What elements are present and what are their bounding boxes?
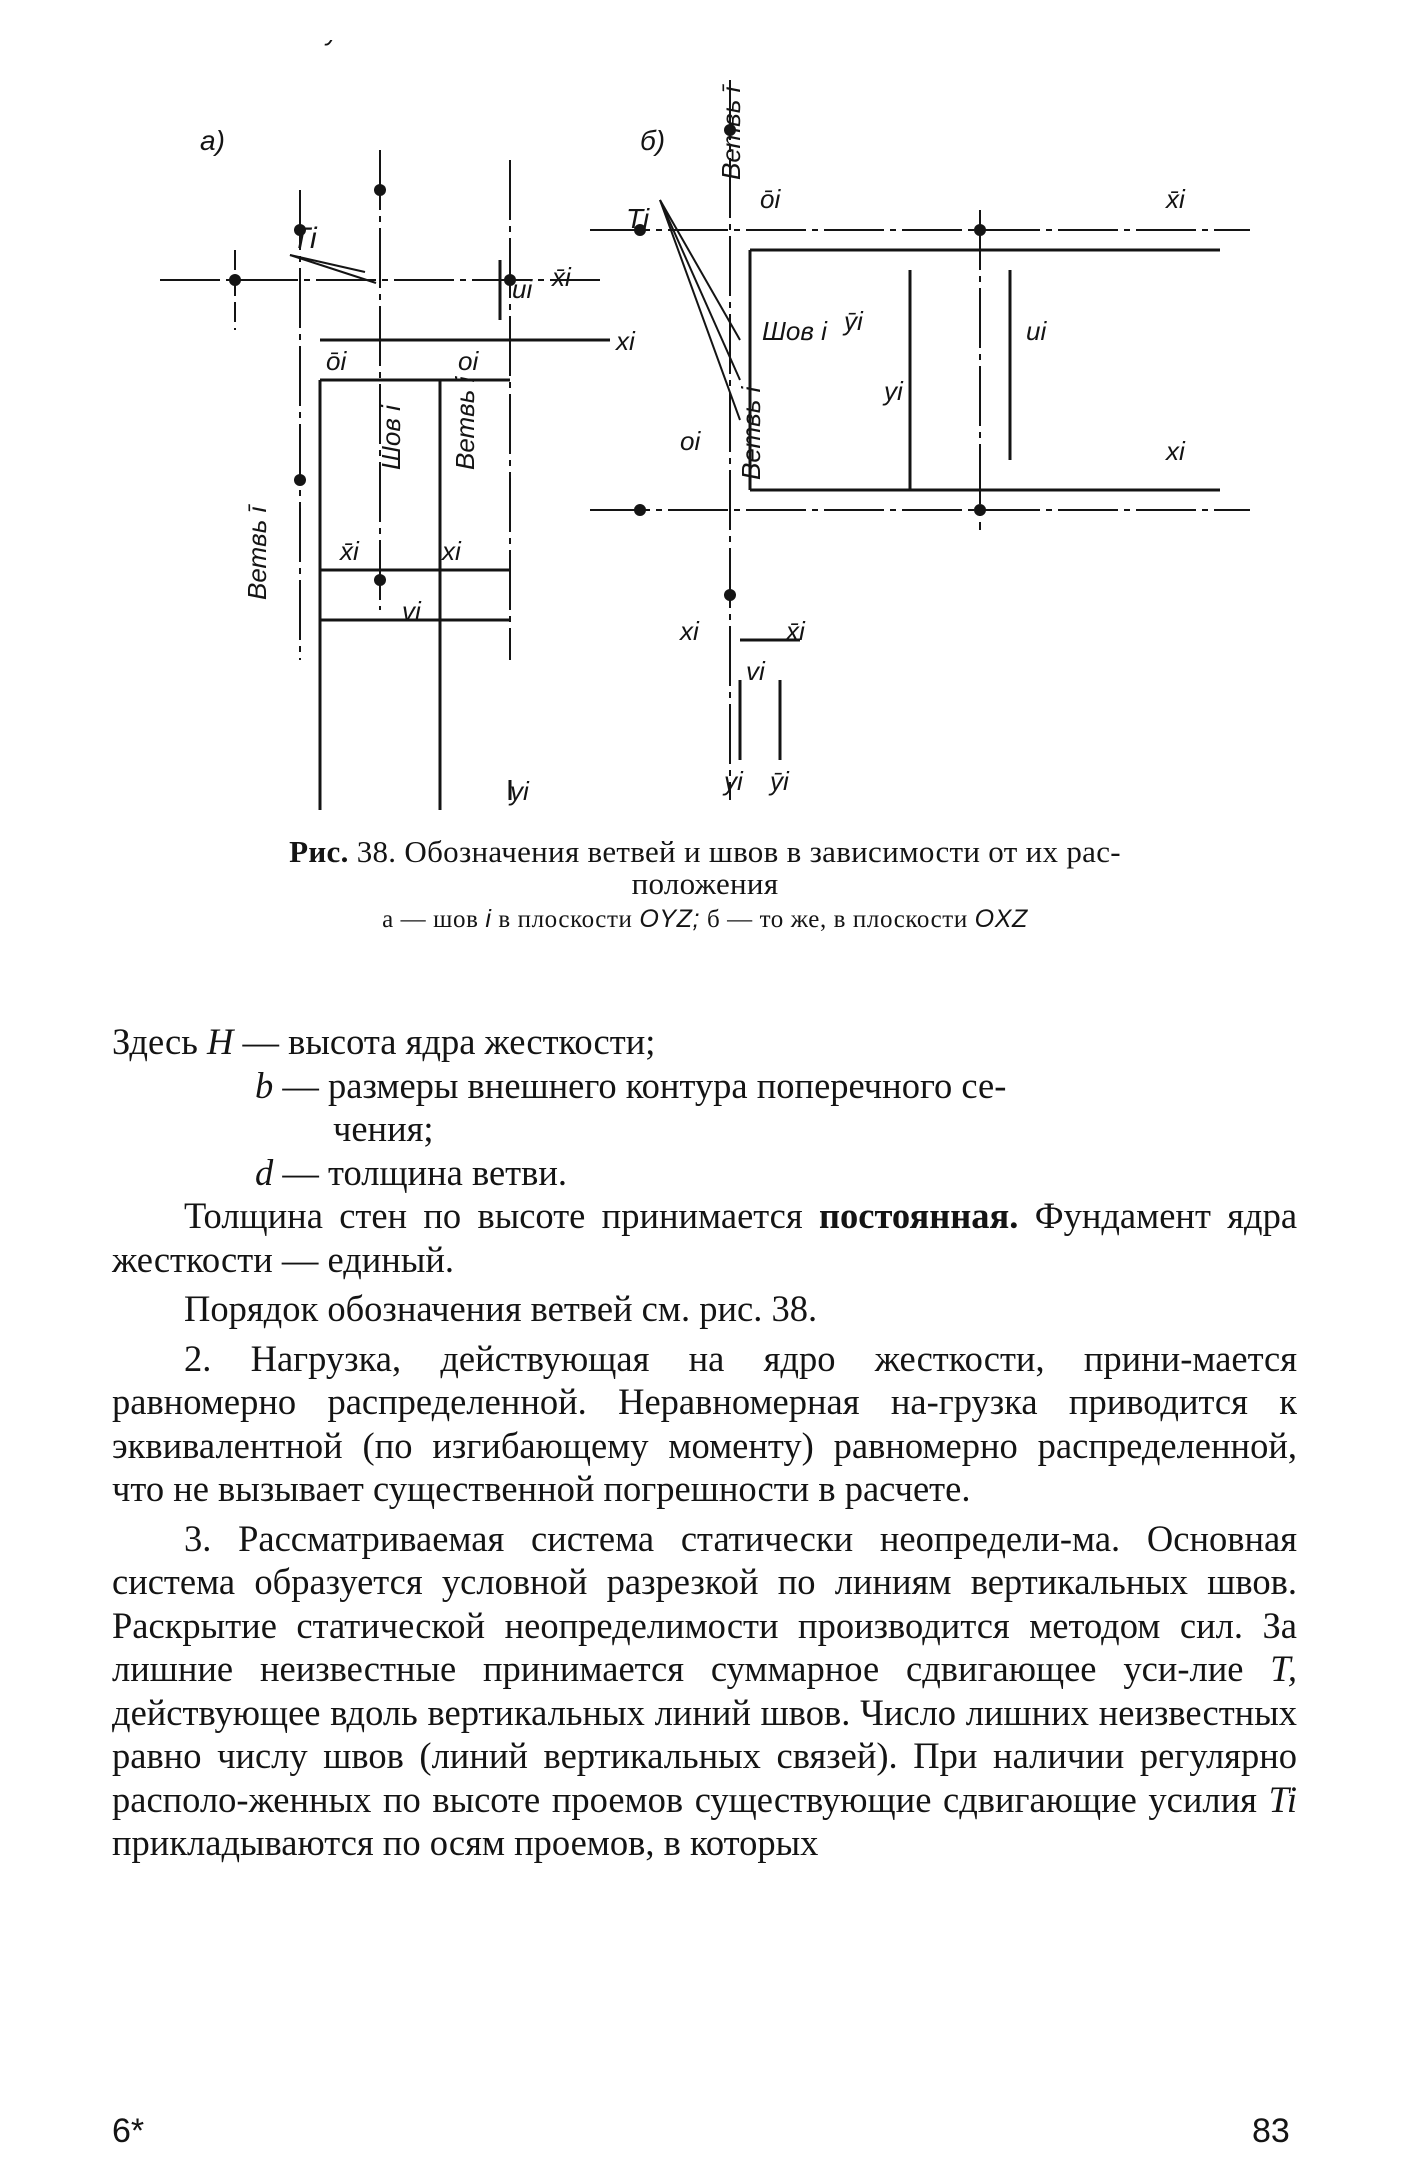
paragraph-4: 3. Рассматриваемая система статически не… bbox=[112, 1517, 1297, 1865]
caption-line-1: Рис. 38. Обозначения ветвей и швов в зав… bbox=[100, 836, 1310, 868]
label-ui-b: ui bbox=[1026, 316, 1047, 346]
caption-sub-a-prefix: а — шов bbox=[382, 906, 479, 933]
paragraph-1-b: Фундамент ядра жесткости — единый. bbox=[112, 1195, 1298, 1280]
label-xi-bottom: xi bbox=[440, 536, 462, 566]
panel-a-geometry bbox=[160, 150, 610, 810]
symbol-T: T, bbox=[1270, 1648, 1297, 1689]
paragraph-2: Порядок обозначения ветвей см. рис. 38. bbox=[184, 1288, 818, 1329]
label-seam-a: Шов i bbox=[376, 404, 406, 470]
leader-ti-1 bbox=[289, 254, 366, 273]
label-oi-left: ōi bbox=[326, 346, 347, 376]
paragraph-4-b: действующее вдоль вертикальных линий шво… bbox=[112, 1691, 1297, 1820]
label-yi-bar-b: ȳi bbox=[842, 306, 864, 336]
caption-text-line-1: Обозначения ветвей и швов в зависимости … bbox=[404, 834, 1121, 869]
definition-b-cont: чения; bbox=[333, 1108, 434, 1149]
symbol-b: b bbox=[255, 1064, 274, 1106]
leader-ti-b-1 bbox=[659, 199, 741, 341]
symbol-H: H bbox=[207, 1021, 234, 1062]
label-yi-bar-a: ȳi bbox=[324, 40, 346, 46]
signature-mark: 6* bbox=[112, 2112, 145, 2150]
label-oi-b: oi bbox=[680, 426, 701, 456]
caption-sub-a-plane: ОYZ; bbox=[639, 905, 701, 933]
node-a-6 bbox=[374, 574, 386, 586]
label-seam-b: Шов i bbox=[762, 316, 828, 346]
caption-label: Рис. bbox=[289, 834, 349, 869]
definition-intro: Здесь bbox=[112, 1021, 198, 1062]
definition-d-text: — толщина ветви. bbox=[282, 1151, 568, 1193]
label-yi-bottom-b: yi bbox=[722, 766, 744, 796]
caption-sub-a-var: i bbox=[485, 905, 492, 933]
label-xi-bar-top: x̄i bbox=[1164, 184, 1186, 214]
label-xi-axis-a: xi bbox=[614, 326, 636, 356]
paragraph-4-c: прикладываются по осям проемов, в которы… bbox=[112, 1822, 819, 1863]
label-oi-bar-b: ōi bbox=[760, 184, 781, 214]
label-branch-right: Ветвь i bbox=[450, 375, 480, 470]
definition-H-text: — высота ядра жесткости; bbox=[242, 1021, 656, 1062]
node-b-4 bbox=[634, 504, 646, 516]
node-b-2 bbox=[634, 224, 646, 236]
label-yi-bar-bottom-b: ȳi bbox=[768, 766, 790, 796]
label-xi-bar-bottom: x̄i bbox=[338, 536, 360, 566]
symbol-Ti: Ti bbox=[1268, 1778, 1297, 1820]
caption-number: 38. bbox=[356, 834, 397, 869]
node-a-1 bbox=[294, 224, 306, 236]
node-b-1 bbox=[724, 124, 736, 136]
paragraph-1: Толщина стен по высоте принимается посто… bbox=[112, 1194, 1297, 1281]
label-xi-bar-bottom-b: x̄i bbox=[784, 616, 806, 646]
label-vi-b: vi bbox=[746, 656, 766, 686]
page-number: 83 bbox=[1252, 2112, 1290, 2150]
label-yi-mid-b: yi bbox=[882, 376, 904, 406]
paragraph-3: 2. Нагрузка, действующая на ядро жесткос… bbox=[112, 1337, 1297, 1510]
label-ui-a: ui bbox=[512, 274, 533, 304]
label-ti-a: Ti bbox=[292, 222, 318, 255]
label-branch-left: Ветвь ī bbox=[242, 503, 272, 600]
node-a-4 bbox=[374, 184, 386, 196]
caption-sub-b-plane: ОXZ bbox=[974, 905, 1028, 933]
paragraph-1-bold: постоянная. bbox=[819, 1195, 1019, 1236]
node-a-3 bbox=[294, 474, 306, 486]
caption-line-2: положения bbox=[631, 866, 779, 901]
label-vi-a: vi bbox=[402, 596, 422, 626]
label-ti-b: Ti bbox=[626, 203, 650, 234]
definition-H: Здесь H — высота ядра жесткости; bbox=[112, 1020, 1297, 1064]
label-branch-bottom: Ветвь i bbox=[736, 385, 766, 480]
caption-sub-a-mid: в плоскости bbox=[498, 906, 633, 933]
caption-subline: а — шов i в плоскости ОYZ; б — то же, в … bbox=[100, 904, 1310, 935]
paragraph-1-a: Толщина стен по высоте принимается bbox=[184, 1195, 803, 1236]
label-xi-right-b: xi bbox=[1164, 436, 1186, 466]
body-text: Здесь H — высота ядра жесткости; b — раз… bbox=[112, 1020, 1297, 1865]
node-a-5 bbox=[504, 274, 516, 286]
leader-ti-b-2 bbox=[659, 199, 741, 381]
panel-a-label: а) bbox=[200, 125, 225, 156]
node-b-3 bbox=[974, 224, 986, 236]
node-b-5 bbox=[974, 504, 986, 516]
definition-b-text: — размеры внешнего контура поперечного с… bbox=[282, 1064, 1007, 1106]
symbol-d: d bbox=[255, 1151, 274, 1193]
label-yi-a: yi bbox=[508, 776, 530, 806]
figure-38: а) Ti ōi oi ui x̄i xi Ветвь ī Шов i Ветв… bbox=[140, 16, 1290, 810]
paragraph-4-a: 3. Рассматриваемая система статически не… bbox=[112, 1517, 1297, 1690]
panel-b-label: б) bbox=[640, 125, 665, 156]
label-xi-bottom-b: xi bbox=[678, 616, 700, 646]
definition-b: b — размеры внешнего контура поперечного… bbox=[112, 1064, 1297, 1108]
panel-b-geometry bbox=[590, 80, 1250, 800]
label-branch-top: Ветвь ī bbox=[716, 83, 746, 180]
label-oi-right: oi bbox=[458, 346, 479, 376]
node-b-6 bbox=[724, 589, 736, 601]
label-xi-bar-a: x̄i bbox=[550, 262, 572, 292]
leader-ti-2 bbox=[289, 254, 377, 284]
leader-ti-b-3 bbox=[659, 199, 741, 421]
figure-diagram: а) Ti ōi oi ui x̄i xi Ветвь ī Шов i Ветв… bbox=[160, 16, 1250, 810]
caption-sub-b-prefix: б — то же, в плоскости bbox=[706, 906, 968, 933]
figure-caption: Рис. 38. Обозначения ветвей и швов в зав… bbox=[100, 836, 1310, 935]
definition-d: d — толщина ветви. bbox=[112, 1151, 1297, 1195]
node-a-2 bbox=[229, 274, 241, 286]
